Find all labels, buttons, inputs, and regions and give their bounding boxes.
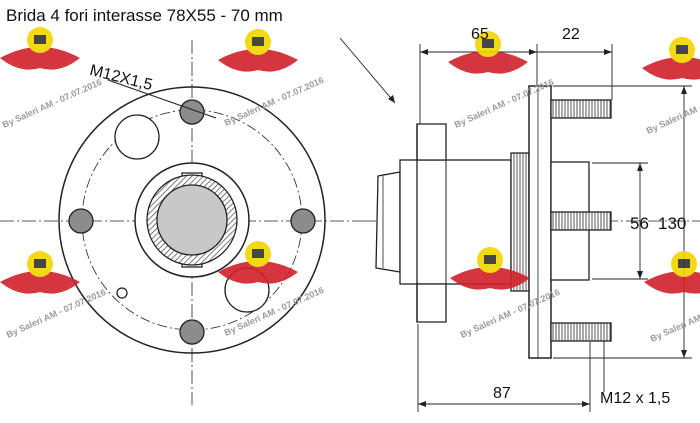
logo-watermark-4 bbox=[642, 37, 700, 80]
title-leader bbox=[339, 37, 396, 104]
logo-watermark-2 bbox=[218, 29, 298, 72]
hub-nose bbox=[375, 171, 401, 273]
watermark-text-2: By Saleri AM - 07.07.2016 bbox=[223, 75, 325, 128]
stud-bottom bbox=[550, 322, 612, 342]
stud-top bbox=[550, 99, 612, 119]
hub-inner-ring bbox=[156, 184, 228, 256]
dim-label-56: 56 bbox=[630, 214, 649, 233]
front-view bbox=[0, 40, 362, 405]
logo-watermark-5 bbox=[0, 251, 80, 294]
logo-watermark-8 bbox=[644, 251, 700, 294]
drawing-title: Brida 4 fori interasse 78X55 - 70 mm bbox=[6, 6, 283, 25]
bolt-hole-right bbox=[290, 208, 316, 234]
dim-label-130: 130 bbox=[658, 214, 687, 233]
relief-hole-upper bbox=[114, 114, 160, 160]
bearing-seal bbox=[510, 152, 530, 292]
small-hole bbox=[116, 287, 128, 299]
dim-label-22: 22 bbox=[562, 26, 580, 43]
logo-watermark-1 bbox=[0, 27, 80, 70]
logo-watermark-3 bbox=[448, 31, 528, 74]
bolt-hole-left bbox=[68, 208, 94, 234]
thread-leader bbox=[107, 79, 217, 119]
stud-middle bbox=[550, 211, 612, 231]
dimensions bbox=[339, 37, 692, 412]
bolt-hole-bottom bbox=[179, 319, 205, 345]
logo-watermark-7 bbox=[450, 247, 530, 290]
bolt-hole-top bbox=[179, 99, 205, 125]
logo-watermark-6 bbox=[218, 241, 298, 284]
logo-wings-icon bbox=[0, 47, 80, 70]
dim-label-87: 87 bbox=[493, 385, 511, 402]
dim-label-65: 65 bbox=[471, 26, 489, 43]
side-thread-label: M12 x 1,5 bbox=[600, 390, 671, 407]
watermark-text-8: By Saleri AM - 07.07.2016 bbox=[649, 291, 700, 344]
watermark-text-4: By Saleri AM - 07.07.2016 bbox=[645, 83, 700, 136]
wheel-flange bbox=[528, 85, 552, 359]
watermark-text-1: By Saleri AM - 07.07.2016 bbox=[1, 77, 103, 130]
watermark-text-5: By Saleri AM - 07.07.2016 bbox=[5, 287, 107, 340]
flange-outline bbox=[58, 86, 326, 354]
side-view bbox=[362, 85, 700, 359]
